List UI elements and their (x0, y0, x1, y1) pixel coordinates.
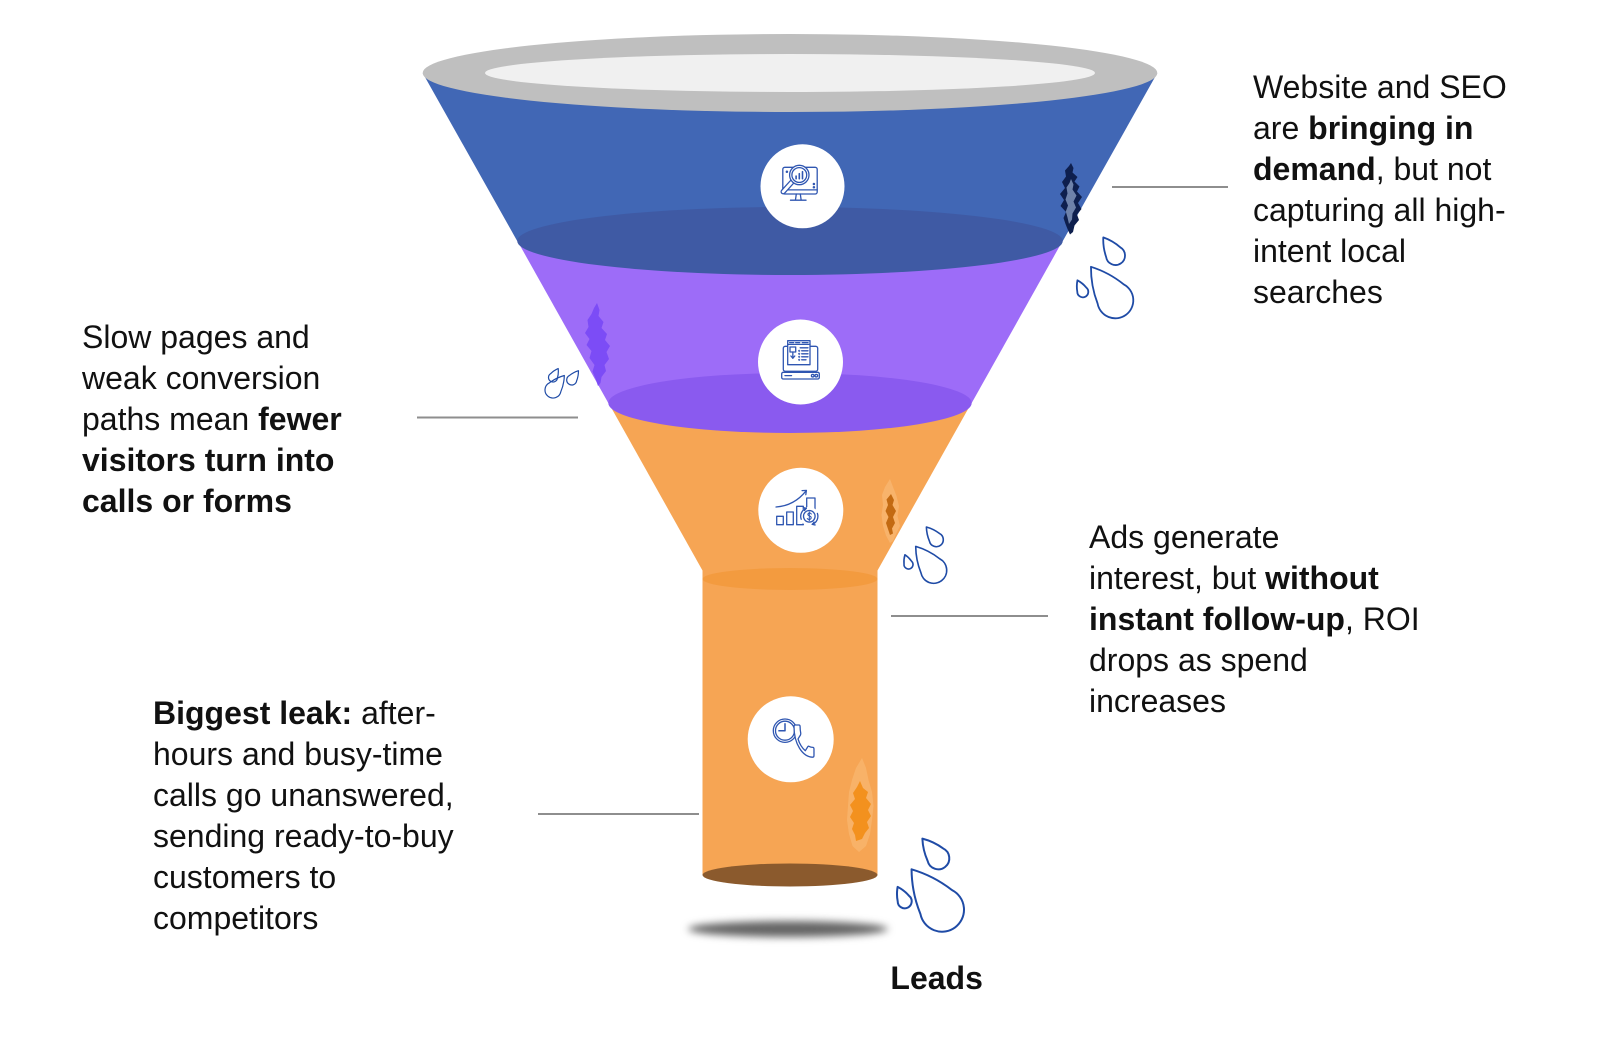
callout-line: customers to (153, 857, 454, 898)
leak-drops-icon (895, 837, 965, 933)
callout-ads: Ads generate interest, but without insta… (1089, 517, 1420, 722)
drop (921, 837, 951, 871)
callout-text-segment: capturing all high- (1253, 191, 1506, 228)
leak-crack-inner (885, 494, 896, 535)
drop (910, 868, 965, 933)
leak-crack-inner (1065, 179, 1077, 224)
callout-text-segment: hours and busy-time (153, 736, 443, 772)
callout-line: hours and busy-time (153, 734, 454, 775)
funnel-spout-top (702, 568, 878, 590)
icon-badge-circle (758, 467, 844, 553)
callout-text-segment: interest, but (1089, 559, 1266, 596)
callout-text-segment: increases (1089, 682, 1226, 719)
callout-text-segment: paths mean (82, 400, 259, 437)
callout-text-segment: Website and SEO (1253, 68, 1507, 105)
callout-text-segment: weak conversion (82, 359, 321, 396)
leak-crack-inner (850, 781, 871, 841)
callout-line: calls or forms (82, 481, 342, 522)
drop (566, 370, 580, 386)
callout-line: weak conversion (82, 358, 342, 399)
callout-text-segment: sending ready-to-buy (153, 818, 454, 854)
leak-crack-icon (1060, 163, 1082, 235)
drop (895, 885, 913, 910)
callout-text-segment: drops as spend (1089, 641, 1308, 678)
callout-line: are bringing in (1253, 108, 1507, 149)
drop (1102, 236, 1126, 266)
icon-badge-circle (747, 696, 834, 783)
leak-drops-icon (1075, 236, 1135, 320)
callout-calls: Biggest leak: after- hours and busy-time… (153, 693, 454, 939)
callout-line: calls go unanswered, (153, 775, 454, 816)
stage-icon-badge-calls (747, 696, 834, 783)
callout-line: capturing all high- (1253, 190, 1507, 231)
callout-text-segment: are (1253, 109, 1309, 146)
callout-line: searches (1253, 272, 1507, 313)
funnel-opening (485, 54, 1095, 92)
callout-line: visitors turn into (82, 440, 342, 481)
stage-icon-badge-website-seo (760, 144, 845, 229)
funnel-outlet (702, 863, 878, 887)
callout-line: interest, but without (1089, 558, 1420, 599)
stage-icon-badge-conversion (758, 319, 843, 405)
ads-growth-dollar-icon (775, 489, 819, 526)
callout-line: Biggest leak: after- (153, 693, 454, 734)
drop (1075, 279, 1090, 299)
leak-crack-icon (585, 303, 610, 386)
callout-text-segment: fewer (258, 400, 342, 437)
callout-text-segment: demand (1253, 150, 1376, 187)
landing-page-download-icon (781, 340, 820, 380)
leak-drops-icon (903, 526, 948, 585)
callout-line: Website and SEO (1253, 67, 1507, 108)
drop (914, 545, 948, 585)
callout-line: sending ready-to-buy (153, 816, 454, 857)
leak-crack-icon (881, 479, 900, 543)
callout-text-segment: Biggest leak: (153, 695, 353, 731)
monitor-search-analytics-icon (780, 164, 818, 201)
callout-text-segment: without (1265, 559, 1379, 596)
callout-text-segment: calls go unanswered, (153, 777, 454, 813)
leak-crack-icon (847, 758, 874, 852)
callout-text-segment: after- (352, 695, 436, 731)
callout-line: competitors (153, 898, 454, 939)
callout-conversion: Slow pages and weak conversion paths mea… (82, 317, 342, 522)
funnel-output-label: Leads (890, 960, 983, 997)
callout-line: drops as spend (1089, 640, 1420, 681)
callout-text-segment: , but not (1375, 150, 1492, 187)
callout-line: Ads generate (1089, 517, 1420, 558)
callout-text-segment: searches (1253, 273, 1383, 310)
callout-text-segment: visitors turn into (82, 441, 335, 478)
leak-crack-outline (585, 303, 610, 386)
callout-line: instant follow-up, ROI (1089, 599, 1420, 640)
leak-drops-icon (544, 367, 580, 399)
icon-badge-circle (760, 144, 845, 229)
callout-text-segment: Slow pages and (82, 318, 310, 355)
callout-line: increases (1089, 681, 1420, 722)
callout-text-segment: competitors (153, 900, 319, 936)
callout-line: paths mean fewer (82, 399, 342, 440)
clock-phone-call-icon (772, 718, 814, 757)
drop (925, 526, 945, 548)
callout-line: intent local (1253, 231, 1507, 272)
stage-divider-website-seo (517, 207, 1063, 275)
callout-text-segment: intent local (1253, 232, 1406, 269)
stage-icon-badge-ads (758, 467, 844, 553)
callout-line: demand, but not (1253, 149, 1507, 190)
drop (544, 374, 565, 399)
callout-text-segment: instant follow-up (1089, 600, 1345, 637)
drop (547, 367, 559, 383)
callout-text-segment: Ads generate (1089, 518, 1280, 555)
callout-text-segment: customers to (153, 859, 337, 895)
callout-connectors (417, 186, 1228, 815)
callout-line: Slow pages and (82, 317, 342, 358)
drop (903, 553, 914, 570)
callout-website-seo: Website and SEO are bringing in demand, … (1253, 67, 1507, 313)
callout-text-segment: calls or forms (82, 482, 292, 519)
callout-text-segment: , ROI (1344, 600, 1420, 637)
drop (1090, 265, 1135, 320)
funnel-shadow (688, 921, 888, 937)
callout-text-segment: bringing in (1308, 109, 1474, 146)
